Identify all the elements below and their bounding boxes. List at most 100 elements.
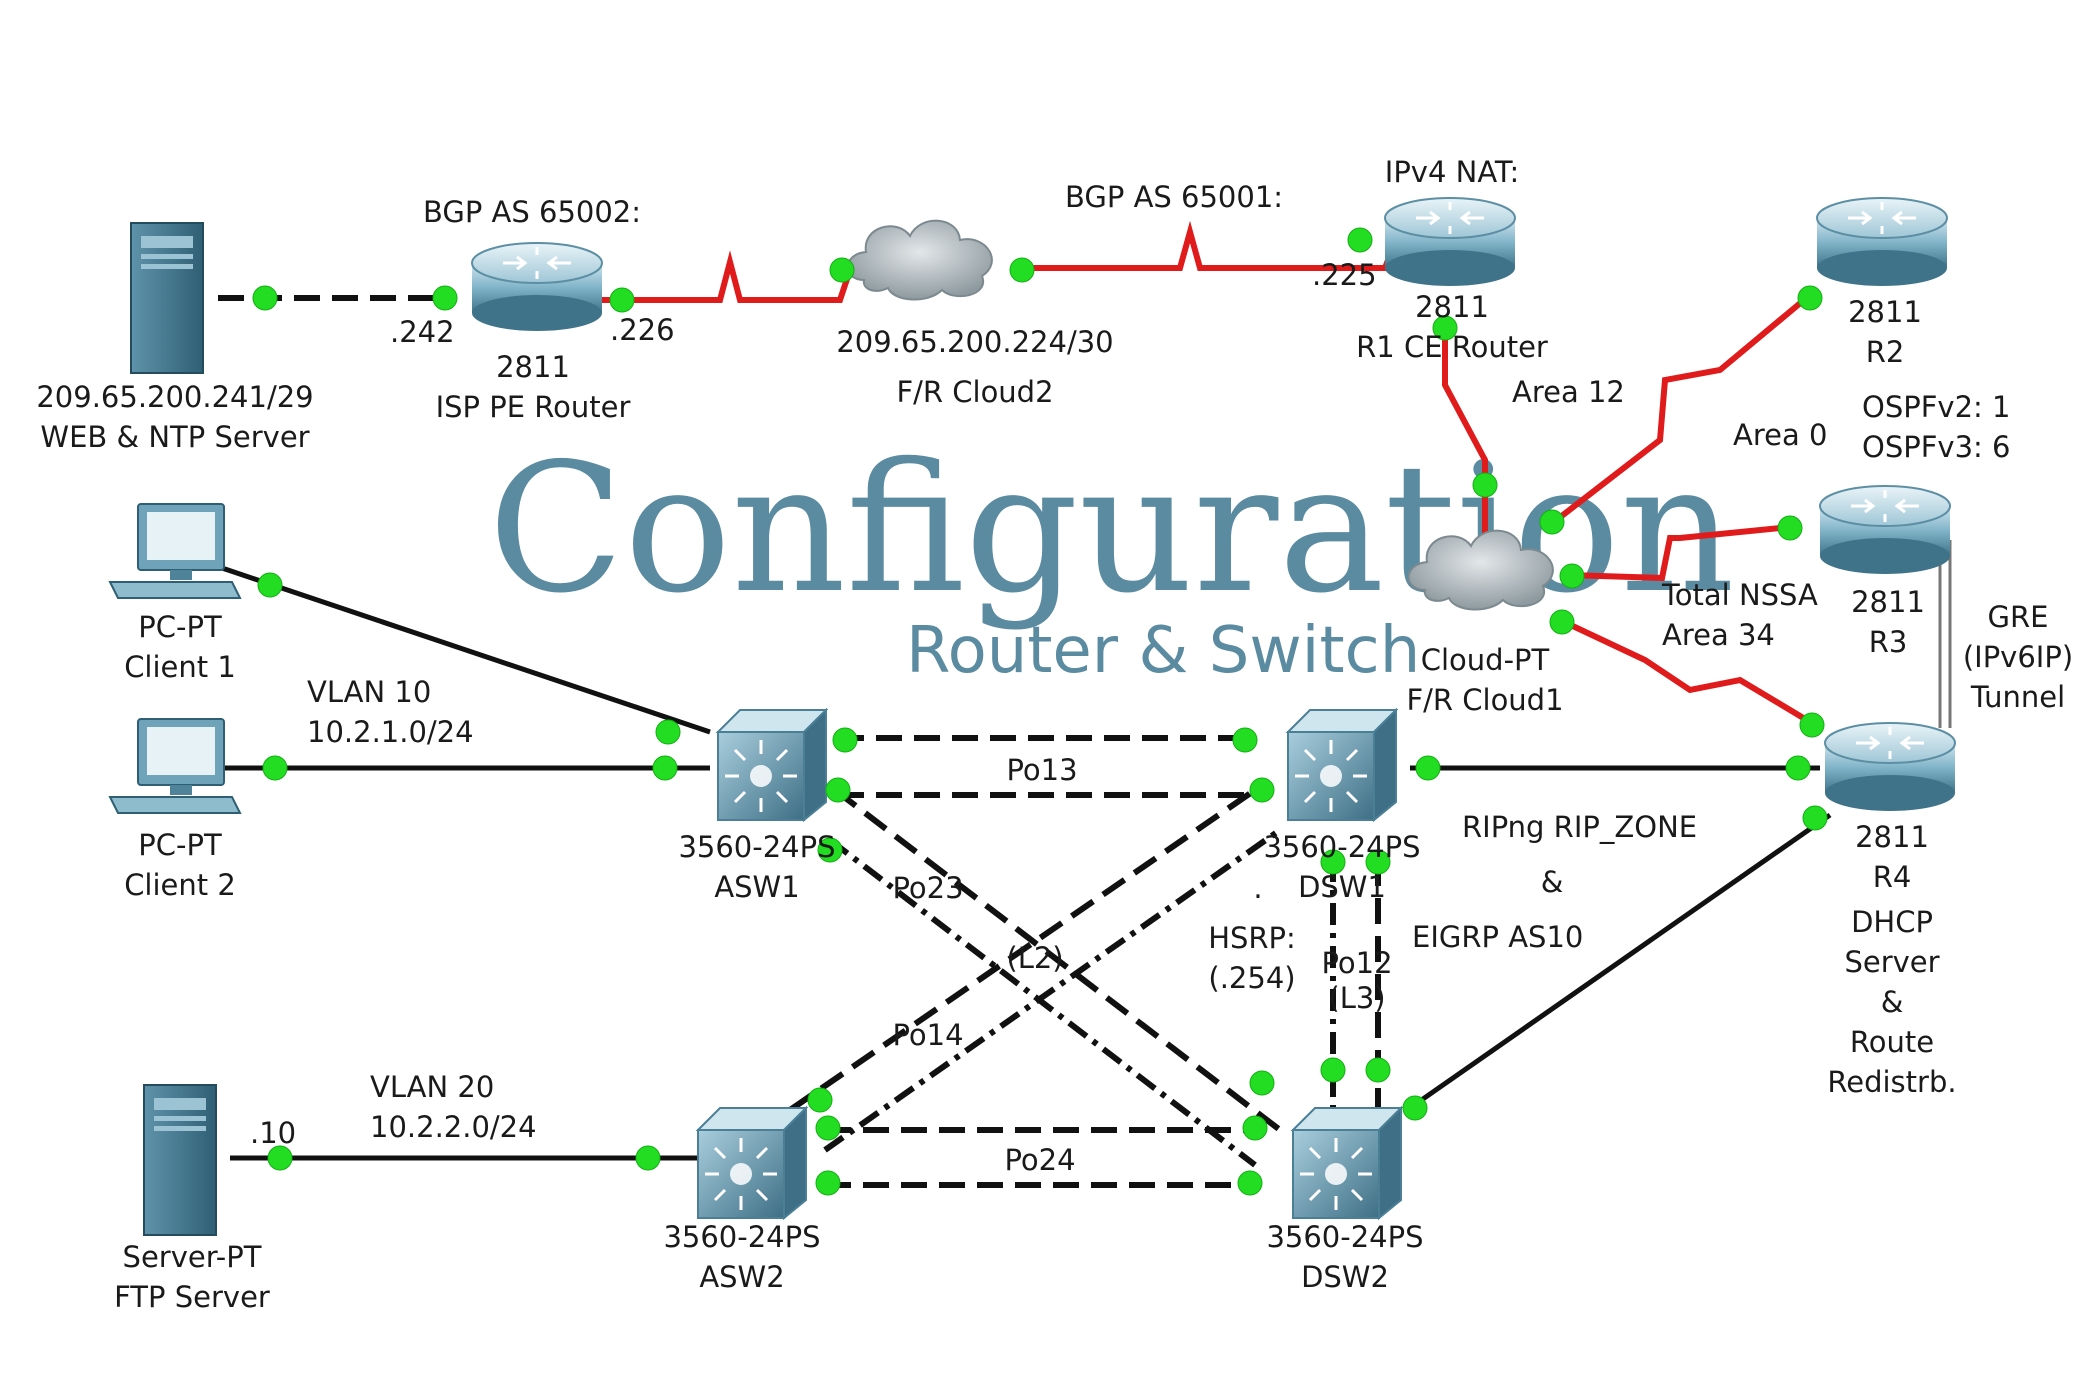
eigrp-label: EIGRP AS10 <box>1412 920 1583 954</box>
r3-name: R3 <box>1869 625 1908 659</box>
dot-label: . <box>1253 871 1262 905</box>
link-cloud1-r2 <box>1548 292 1812 528</box>
area-0-label: Area 0 <box>1733 418 1827 452</box>
port-dot <box>1249 1070 1275 1096</box>
cloud2-subnet: 209.65.200.224/30 <box>836 325 1113 359</box>
port-dot <box>815 1115 841 1141</box>
dsw1-name: DSW1 <box>1298 870 1386 904</box>
port-dot <box>817 837 843 863</box>
port-dot <box>1347 227 1373 253</box>
port-dot <box>1559 563 1585 589</box>
hsrp-vip-label: (.254) <box>1208 961 1295 995</box>
r4-name: R4 <box>1873 860 1912 894</box>
port-dot <box>1320 1057 1346 1083</box>
isp-router-model: 2811 <box>496 350 570 384</box>
router-icon <box>1815 196 1949 288</box>
ip-242-label: .242 <box>390 315 455 349</box>
client1-name: Client 1 <box>124 650 236 684</box>
po13-label: Po13 <box>1006 753 1077 787</box>
router-icon <box>1818 484 1952 576</box>
ip-226-label: .226 <box>610 313 675 347</box>
po24-label: Po24 <box>1004 1143 1075 1177</box>
switch-icon <box>716 708 828 822</box>
subtitle-router-switch: Router & Switch <box>906 614 1420 688</box>
pc-icon <box>109 718 241 814</box>
ip-225-label: .225 <box>1312 258 1377 292</box>
links <box>218 220 1952 1188</box>
ip-10-label: .10 <box>250 1116 296 1150</box>
dhcp-label-4: Route <box>1850 1025 1934 1059</box>
asw1-name: ASW1 <box>714 870 799 904</box>
port-dot <box>1797 285 1823 311</box>
port-dot <box>1249 777 1275 803</box>
port-dot <box>829 257 855 283</box>
vlan20-subnet: 10.2.2.0/24 <box>370 1110 537 1144</box>
port-dot <box>1415 755 1441 781</box>
r3-model: 2811 <box>1851 585 1925 619</box>
r2-name: R2 <box>1866 335 1905 369</box>
dhcp-label-5: Redistrb. <box>1827 1065 1956 1099</box>
port-dot <box>652 755 678 781</box>
nssa-label-1: Total NSSA <box>1661 578 1818 612</box>
annotations: BGP AS 65001: .242 .226 .225 .10 Area 12… <box>250 180 2073 1177</box>
port-dot <box>262 755 288 781</box>
device-labels: 209.65.200.241/29 WEB & NTP Server BGP A… <box>36 155 1929 1314</box>
dhcp-label-3: & <box>1881 985 1904 1019</box>
gre-label-3: Tunnel <box>1970 680 2065 714</box>
area-12-label: Area 12 <box>1512 375 1625 409</box>
port-dot <box>635 1145 661 1171</box>
port-dot <box>825 777 851 803</box>
r4-model: 2811 <box>1855 820 1929 854</box>
r1-model: 2811 <box>1415 290 1489 324</box>
server-icon <box>143 1084 217 1236</box>
client2-model: PC-PT <box>138 828 222 862</box>
port-dot <box>1472 472 1498 498</box>
cloud1-model: Cloud-PT <box>1421 643 1550 677</box>
link-dsw2-r4 <box>1408 812 1832 1111</box>
ftp-server-name: FTP Server <box>114 1280 270 1314</box>
port-dot <box>1237 1170 1263 1196</box>
link-cloud1-r4 <box>1558 617 1822 731</box>
po14-label: Po14 <box>892 1018 963 1052</box>
dsw1-model: 3560-24PS <box>1263 830 1420 864</box>
po12-label: Po12 <box>1321 946 1392 980</box>
link-client1-asw1 <box>221 565 711 735</box>
web-server-ip: 209.65.200.241/29 <box>36 380 313 414</box>
port-dot <box>1320 849 1346 875</box>
r1-nat-label: IPv4 NAT: <box>1385 155 1519 189</box>
client2-name: Client 2 <box>124 868 236 902</box>
port-dot <box>1432 315 1458 341</box>
port-dot <box>1402 1095 1428 1121</box>
web-server-name: WEB & NTP Server <box>40 420 309 454</box>
port-dot <box>807 1087 833 1113</box>
r1-name: R1 CE Router <box>1356 330 1548 364</box>
dsw2-name: DSW2 <box>1301 1260 1389 1294</box>
cloud-icon <box>846 219 993 301</box>
switch-icon <box>696 1106 808 1220</box>
vlan10-label: VLAN 10 <box>307 675 431 709</box>
server-icon <box>130 222 204 374</box>
cloud1-name: F/R Cloud1 <box>1406 683 1563 717</box>
r2-model: 2811 <box>1848 295 1922 329</box>
pc-icon <box>109 503 241 599</box>
port-dot <box>1799 712 1825 738</box>
port-dot <box>1365 849 1391 875</box>
switch-icon <box>1286 708 1398 822</box>
nssa-label-2: Area 34 <box>1662 618 1775 652</box>
po23-label: Po23 <box>892 871 963 905</box>
port-dot <box>432 285 458 311</box>
link-cloud1-r3 <box>1567 525 1781 582</box>
client1-model: PC-PT <box>138 610 222 644</box>
port-dot <box>1802 805 1828 831</box>
asw2-name: ASW2 <box>699 1260 784 1294</box>
port-dot <box>609 287 635 313</box>
link-po23-a <box>833 787 1282 1133</box>
router-icon <box>1823 721 1957 813</box>
router-icon <box>1383 196 1517 288</box>
link-po14-a <box>788 787 1257 1113</box>
ftp-server-model: Server-PT <box>123 1240 262 1274</box>
port-dot <box>1242 1115 1268 1141</box>
port-dot <box>1539 509 1565 535</box>
